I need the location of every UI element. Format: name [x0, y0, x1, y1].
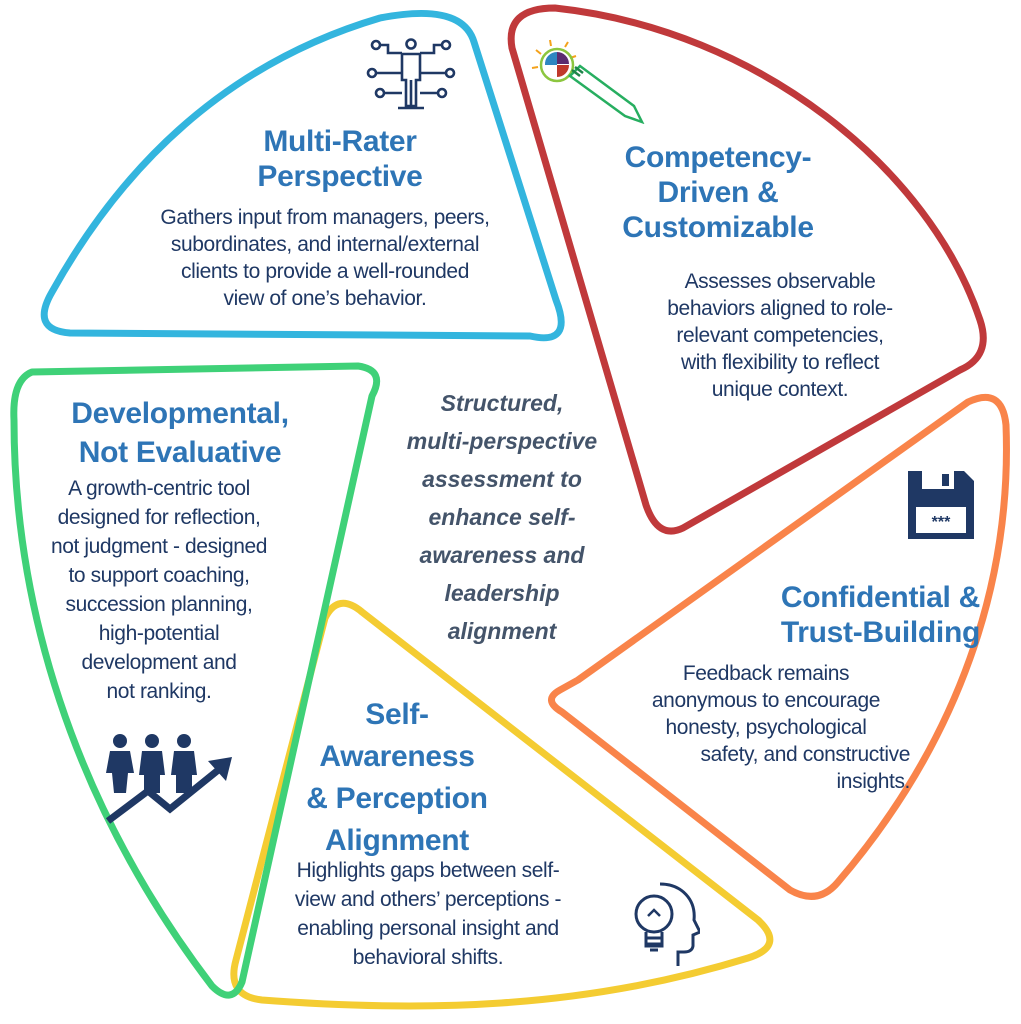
people-growth-arrow-icon: [105, 734, 232, 824]
segment-body-multi-rater: Gathers input from managers, peers, subor…: [90, 204, 560, 312]
segment-title-developmental: Developmental, Not Evaluative: [30, 394, 330, 472]
body-line: Highlights gaps between self-: [296, 859, 560, 882]
title-line: Trust-Building: [780, 616, 980, 649]
body-line: Gathers input from managers, peers,: [160, 206, 490, 229]
body-line: succession planning,: [65, 593, 253, 616]
body-line: anonymous to encourage: [651, 689, 881, 712]
segment-outline-self-awareness: [230, 599, 774, 1010]
title-line: Awareness: [319, 740, 475, 773]
lightbulb-brain-pencil-icon: [531, 39, 645, 124]
body-line: behaviors aligned to role-: [667, 297, 893, 320]
floppy-disk-password-icon: ***: [908, 471, 974, 539]
title-line: Not Evaluative: [78, 436, 282, 469]
body-line: Assesses observable: [684, 270, 876, 293]
center-line: alignment: [447, 618, 557, 644]
body-line: Feedback remains: [682, 662, 850, 685]
body-line: to support coaching,: [68, 564, 250, 587]
password-mask: ***: [932, 514, 951, 531]
title-line: & Perception: [306, 782, 488, 815]
body-line: not judgment - designed: [50, 535, 268, 558]
center-line: awareness and: [419, 542, 585, 568]
body-line: enabling personal insight and: [297, 917, 559, 940]
segment-body-confidential: Feedback remains anonymous to encourage ho…: [596, 660, 936, 795]
body-line: insights.: [836, 770, 911, 793]
body-line: high-potential: [98, 622, 220, 645]
body-line: honesty, psychological: [665, 716, 867, 739]
title-line: Driven &: [657, 176, 779, 209]
segment-body-self-awareness: Highlights gaps between self-view and ot…: [238, 856, 618, 972]
center-line: leadership: [444, 580, 560, 606]
body-line: A growth-centric tool: [68, 477, 250, 500]
title-line: Confidential &: [780, 581, 980, 614]
center-line: enhance self-: [428, 504, 576, 530]
segment-body-competency: Assesses observable behaviors aligned to …: [620, 268, 940, 403]
segment-outline-confidential: [548, 393, 1010, 900]
body-line: development and: [81, 651, 237, 674]
body-line: subordinates, and internal/external: [170, 233, 480, 256]
center-line: Structured,: [440, 390, 564, 416]
body-line: view and others’ perceptions -: [294, 888, 562, 911]
body-line: with flexibility to reflect: [680, 351, 880, 374]
body-line: view of one’s behavior.: [223, 287, 427, 310]
segment-outline-competency: [507, 4, 987, 535]
segment-title-confidential: Confidential &Trust-Building: [720, 580, 980, 650]
title-line: Alignment: [325, 824, 469, 857]
body-line: unique context.: [711, 378, 849, 401]
body-line: relevant competencies,: [676, 324, 884, 347]
segment-outline-developmental: [10, 362, 381, 999]
title-line: Competency-: [624, 141, 812, 174]
center-line: assessment to: [422, 466, 582, 492]
title-line: Self-: [365, 698, 429, 731]
segment-body-developmental: A growth-centric tool designed for reflec…: [12, 474, 306, 706]
center-statement: Structured, multi-perspective assessment t…: [352, 384, 652, 650]
center-line: multi-perspective: [406, 428, 598, 454]
segment-title-competency: Competency-Driven &Customizable: [580, 140, 856, 245]
network-person-icon: [366, 38, 456, 110]
head-lightbulb-icon: [634, 882, 700, 966]
title-line: Customizable: [622, 211, 814, 244]
body-line: designed for reflection,: [57, 506, 261, 529]
title-line: Perspective: [257, 160, 423, 193]
segment-outline-multi-rater: [40, 9, 565, 342]
title-line: Multi-Rater: [263, 125, 417, 158]
body-line: clients to provide a well-rounded: [181, 260, 469, 283]
body-line: behavioral shifts.: [352, 946, 504, 969]
body-line: not ranking.: [106, 680, 212, 703]
title-line: Developmental,: [71, 397, 289, 430]
body-line: safety, and constructive: [700, 743, 911, 766]
